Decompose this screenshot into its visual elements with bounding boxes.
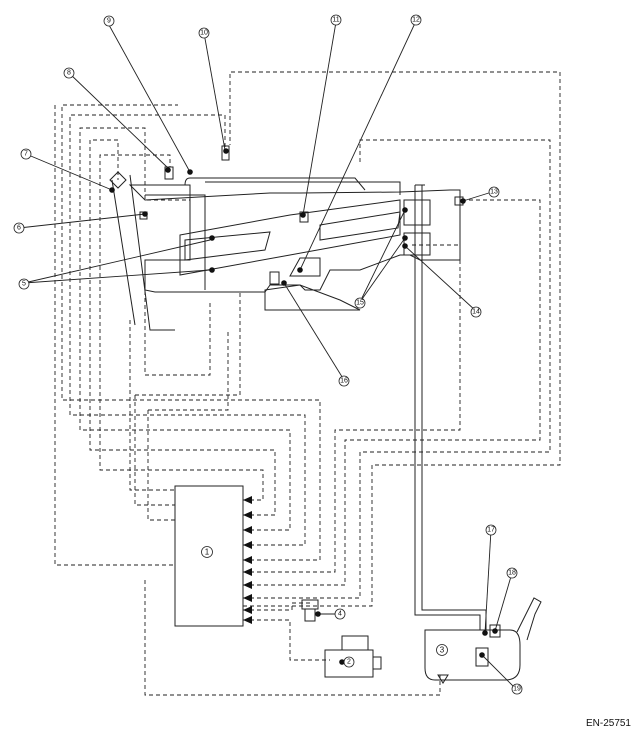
callout-14: 14 bbox=[470, 306, 482, 318]
svg-text:14: 14 bbox=[472, 309, 480, 316]
callout-5: 5 bbox=[18, 278, 30, 290]
svg-text:6: 6 bbox=[17, 225, 21, 232]
fuel-pump-relay-component bbox=[301, 599, 319, 622]
dashed-signal-wires bbox=[54, 71, 561, 696]
svg-text:18: 18 bbox=[508, 570, 516, 577]
callout-17: 17 bbox=[485, 524, 497, 536]
callout-3: 3 bbox=[436, 644, 448, 656]
svg-text:10: 10 bbox=[200, 30, 208, 37]
callout-1: 1 bbox=[201, 546, 213, 558]
leader-lines bbox=[18, 20, 517, 690]
callout-4: 4 bbox=[334, 608, 346, 620]
svg-text:3: 3 bbox=[440, 646, 445, 655]
fuel-tank bbox=[424, 597, 542, 684]
callout-9: 9 bbox=[103, 15, 115, 27]
terminal-dots bbox=[109, 148, 498, 665]
svg-text:4: 4 bbox=[338, 611, 342, 618]
engine-body bbox=[111, 174, 461, 331]
svg-text:15: 15 bbox=[356, 300, 364, 307]
callout-19: 19 bbox=[511, 683, 523, 695]
callout-12: 12 bbox=[410, 14, 422, 26]
callout-11: 11 bbox=[330, 14, 342, 26]
callout-10: 10 bbox=[198, 27, 210, 39]
svg-text:2: 2 bbox=[347, 659, 351, 666]
svg-text:5: 5 bbox=[22, 281, 26, 288]
callout-2: 2 bbox=[343, 656, 355, 668]
callout-7: 7 bbox=[20, 148, 32, 160]
callout-8: 8 bbox=[63, 67, 75, 79]
callout-16: 16 bbox=[338, 375, 350, 387]
svg-text:8: 8 bbox=[67, 70, 71, 77]
fuel-lines bbox=[414, 184, 487, 630]
svg-text:1: 1 bbox=[205, 548, 210, 557]
svg-text:16: 16 bbox=[340, 378, 348, 385]
svg-text:17: 17 bbox=[487, 527, 495, 534]
svg-text:19: 19 bbox=[513, 686, 521, 693]
callout-6: 6 bbox=[13, 222, 25, 234]
callout-13: 13 bbox=[488, 186, 500, 198]
callout-15: 15 bbox=[354, 297, 366, 309]
main-relay-component bbox=[324, 635, 382, 678]
callout-18: 18 bbox=[506, 567, 518, 579]
svg-text:13: 13 bbox=[490, 189, 498, 196]
svg-text:11: 11 bbox=[332, 17, 339, 24]
svg-text:12: 12 bbox=[412, 17, 420, 24]
svg-text:7: 7 bbox=[24, 151, 28, 158]
svg-text:9: 9 bbox=[107, 18, 111, 25]
ecm-input-arrows bbox=[243, 496, 252, 624]
ecm-block bbox=[174, 485, 252, 627]
sensors bbox=[109, 145, 464, 285]
figure-id: EN-25751 bbox=[585, 718, 631, 729]
